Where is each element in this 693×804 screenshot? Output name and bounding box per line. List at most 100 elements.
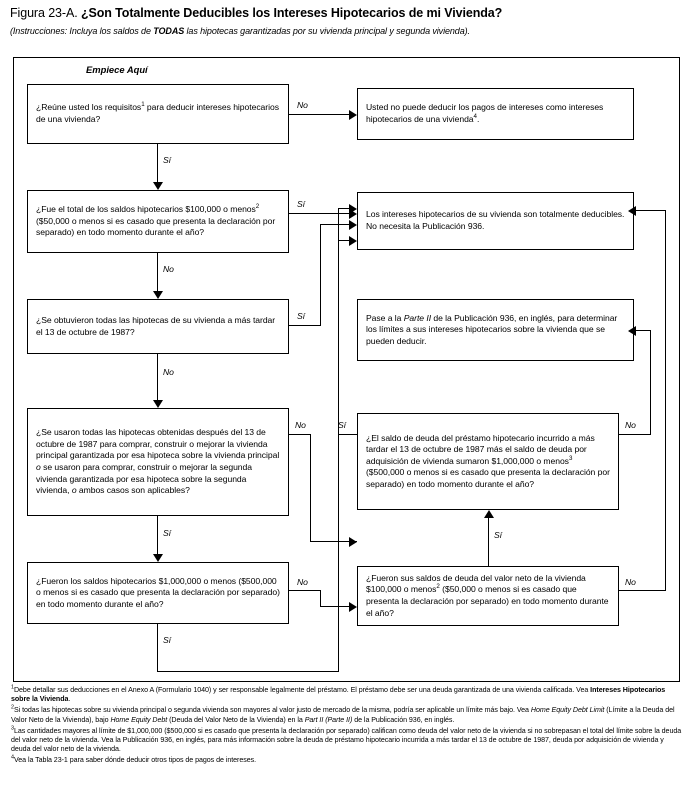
q1-text-a: ¿Reúne usted los requisitos [36, 102, 142, 113]
arrowhead-q6-no [349, 602, 357, 612]
edge-label-q3-si: Sí [297, 311, 306, 321]
footnote-1: 1Debe detallar sus deducciones en el Ane… [11, 685, 683, 705]
connector-q2-si [289, 213, 350, 214]
connector-q3-si-h2 [320, 224, 350, 225]
connector-q3-no [157, 354, 158, 404]
rnd-text-b: . [476, 114, 480, 124]
q4-emphasis-1: o [36, 462, 41, 472]
subtitle-pre: (Instrucciones: Incluya los saldos de [10, 26, 154, 36]
edge-label-q4-no: No [295, 420, 306, 430]
q1-footnote-ref: 1 [141, 101, 145, 109]
q5-text-a: ¿El saldo de deuda del préstamo hipoteca… [366, 432, 595, 466]
result-box-fully-deductible: Los intereses hipotecarios de su viviend… [357, 192, 634, 250]
connector-q4-no-v [310, 434, 311, 541]
footnote-2-em-3: Part II [304, 715, 324, 724]
rp2-emphasis: Parte II [403, 312, 432, 323]
footnotes: 1Debe detallar sus deducciones en el Ane… [11, 685, 683, 767]
footnote-3-text: Las cantidades mayores al límite de $1,0… [11, 726, 682, 754]
edge-label-q7-si: Sí [494, 530, 503, 540]
q7-text-b: ($50,000 o menos si es casado que presen… [366, 584, 609, 618]
edge-label-q7-no: No [625, 577, 636, 587]
figure-number: Figura 23-A. [10, 6, 78, 20]
arrowhead-q5-no [628, 326, 636, 336]
q2-text-a: ¿Fue el total de los saldos hipotecarios… [36, 204, 256, 215]
footnote-2-em-2: Home Equity Debt [110, 715, 168, 724]
footnote-3-marker: 3 [11, 725, 14, 732]
arrowhead-q1-no [349, 110, 357, 120]
connector-q6-si-h2 [338, 240, 350, 241]
decision-box-q6-text: ¿Fueron los saldos hipotecarios $1,000,0… [36, 575, 280, 609]
connector-q5-si-h [338, 208, 350, 209]
arrowhead-q4-si [153, 554, 163, 562]
decision-box-q4: ¿Se usaron todas las hipotecas obtenidas… [27, 408, 289, 516]
decision-box-q1: ¿Reúne usted los requisitos1 para deduci… [27, 84, 289, 144]
footnote-4-marker: 4 [11, 754, 14, 761]
connector-q4-no-h2 [310, 541, 357, 542]
q7-footnote-ref: 2 [436, 583, 440, 591]
connector-q1-si [157, 144, 158, 186]
connector-q5-si-h2 [338, 434, 357, 435]
footnote-4-text: Vea la Tabla 23-1 para saber dónde deduc… [13, 756, 257, 765]
arrowhead-q6-si [349, 236, 357, 246]
figure-title-text: ¿Son Totalmente Deducibles los Intereses… [77, 6, 503, 20]
footnote-2-em-4: (Parte II) [325, 715, 353, 724]
result-box-not-deductible-text: Usted no puede deducir los pagos de inte… [358, 102, 633, 125]
subtitle-emphasis: TODAS [153, 26, 185, 36]
connector-q5-no-h [619, 434, 651, 435]
arrowhead-q1-si [153, 182, 163, 190]
decision-box-q2: ¿Fue el total de los saldos hipotecarios… [27, 190, 289, 253]
result-box-fully-deductible-text: Los intereses hipotecarios de su viviend… [366, 209, 625, 231]
start-here-label: Empiece Aquí [86, 64, 148, 75]
connector-q1-no [289, 114, 350, 115]
result-box-part-ii: Pase a la Parte II de la Publicación 936… [357, 299, 634, 361]
decision-box-q7-text: ¿Fueron sus saldos de deuda del valor ne… [358, 573, 618, 619]
arrowhead-q7-si [484, 510, 494, 518]
footnote-2-marker: 2 [11, 704, 14, 711]
edge-label-q5-no: No [625, 420, 636, 430]
decision-box-q2-text: ¿Fue el total de los saldos hipotecarios… [28, 204, 288, 239]
figure-subtitle: (Instrucciones: Incluya los saldos de TO… [10, 25, 680, 37]
decision-box-q1-text: ¿Reúne usted los requisitos1 para deduci… [28, 102, 288, 125]
page-title: Figura 23-A. ¿Son Totalmente Deducibles … [10, 6, 680, 21]
connector-q5-no-v [650, 330, 651, 435]
decision-box-q3-text: ¿Se obtuvieron todas las hipotecas de su… [36, 314, 276, 337]
arrowhead-q2-si [349, 209, 357, 219]
decision-box-q6: ¿Fueron los saldos hipotecarios $1,000,0… [27, 562, 289, 624]
arrowhead-q3-si [349, 220, 357, 230]
arrowhead-q5-si-top [349, 204, 357, 214]
connector-q5-no-h2 [636, 330, 651, 331]
edge-label-q5-si: Sí [338, 420, 347, 430]
q2-footnote-ref: 2 [255, 203, 260, 211]
connector-q6-si-v [157, 624, 158, 672]
q4-text-b: se usaron para comprar, construir o mejo… [36, 462, 252, 496]
footnote-1-text-a: Debe detallar sus deducciones en el Anex… [13, 686, 591, 694]
edge-label-q2-no: No [163, 264, 174, 274]
q2-text-b: ($50,000 o menos si es casado que presen… [36, 215, 276, 238]
footnote-2-text-a: Si todas las hipotecas sobre su vivienda… [13, 706, 531, 715]
q5-text-b: ($500,000 o menos si es casado que prese… [366, 467, 610, 489]
edge-label-q3-no: No [163, 367, 174, 377]
q4-text-c: ambos casos son aplicables? [76, 485, 190, 496]
rp2-text-b: de la Publicación 936, en inglés, para d… [366, 312, 618, 346]
edge-label-q2-si: Sí [297, 199, 306, 209]
q5-footnote-ref: 3 [568, 454, 573, 462]
connector-q4-si [157, 516, 158, 558]
footnote-2-text-c: (Deuda del Valor Neto de la Vivienda) en… [167, 715, 305, 724]
arrowhead-q7-no [628, 206, 636, 216]
connector-q6-si-up [338, 240, 339, 672]
footnote-1-text-c: . [68, 695, 71, 704]
connector-q7-no-h2 [636, 210, 666, 211]
edge-label-q6-si: Sí [163, 635, 172, 645]
edge-label-q1-no: No [297, 100, 308, 110]
decision-box-q5-text: ¿El saldo de deuda del préstamo hipoteca… [358, 433, 618, 491]
footnote-3: 3Las cantidades mayores al límite de $1,… [11, 725, 683, 755]
subtitle-post: las hipotecas garantizadas por su vivien… [184, 26, 470, 36]
footnote-2-text-b: (Límite a la Deuda del Valor Neto de la … [11, 706, 675, 724]
q7-text-a: ¿Fueron sus saldos de deuda del valor ne… [366, 572, 586, 595]
result-box-not-deductible: Usted no puede deducir los pagos de inte… [357, 88, 634, 140]
arrowhead-q4-no [349, 537, 357, 547]
footnote-4: 4Vea la Tabla 23-1 para saber dónde dedu… [11, 754, 683, 765]
connector-q4-no-h [289, 434, 311, 435]
q4-text-a: ¿Se usaron todas las hipotecas obtenidas… [36, 427, 280, 461]
